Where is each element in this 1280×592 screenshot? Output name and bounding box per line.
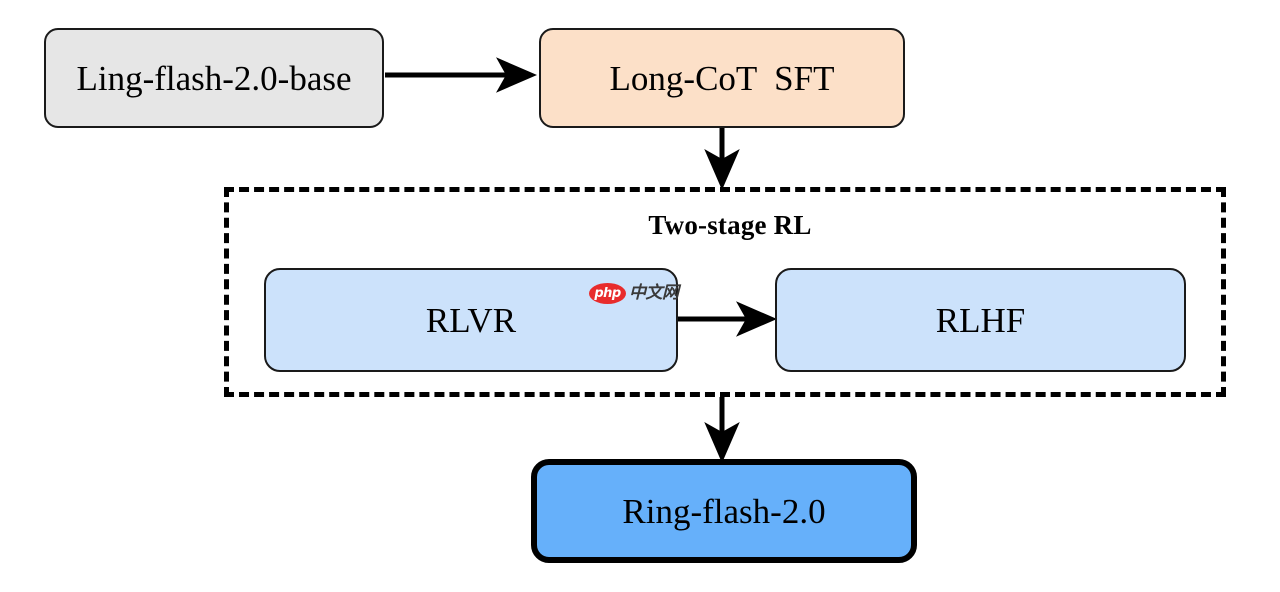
node-ring-flash[interactable]: Ring-flash-2.0 xyxy=(531,459,917,563)
php-logo-icon: php xyxy=(589,282,626,304)
group-two-stage-rl: Two-stage RL xyxy=(224,187,1226,397)
node-rlhf[interactable]: RLHF xyxy=(775,268,1186,372)
node-rlvr[interactable]: RLVR xyxy=(264,268,678,372)
group-two-stage-rl-title: Two-stage RL xyxy=(648,210,812,240)
node-long-cot-sft[interactable]: Long-CoT SFT xyxy=(539,28,905,128)
php-watermark-text: 中文网 xyxy=(629,282,679,303)
php-watermark: php 中文网 xyxy=(589,281,679,305)
node-ling-flash-base[interactable]: Ling-flash-2.0-base xyxy=(44,28,384,128)
